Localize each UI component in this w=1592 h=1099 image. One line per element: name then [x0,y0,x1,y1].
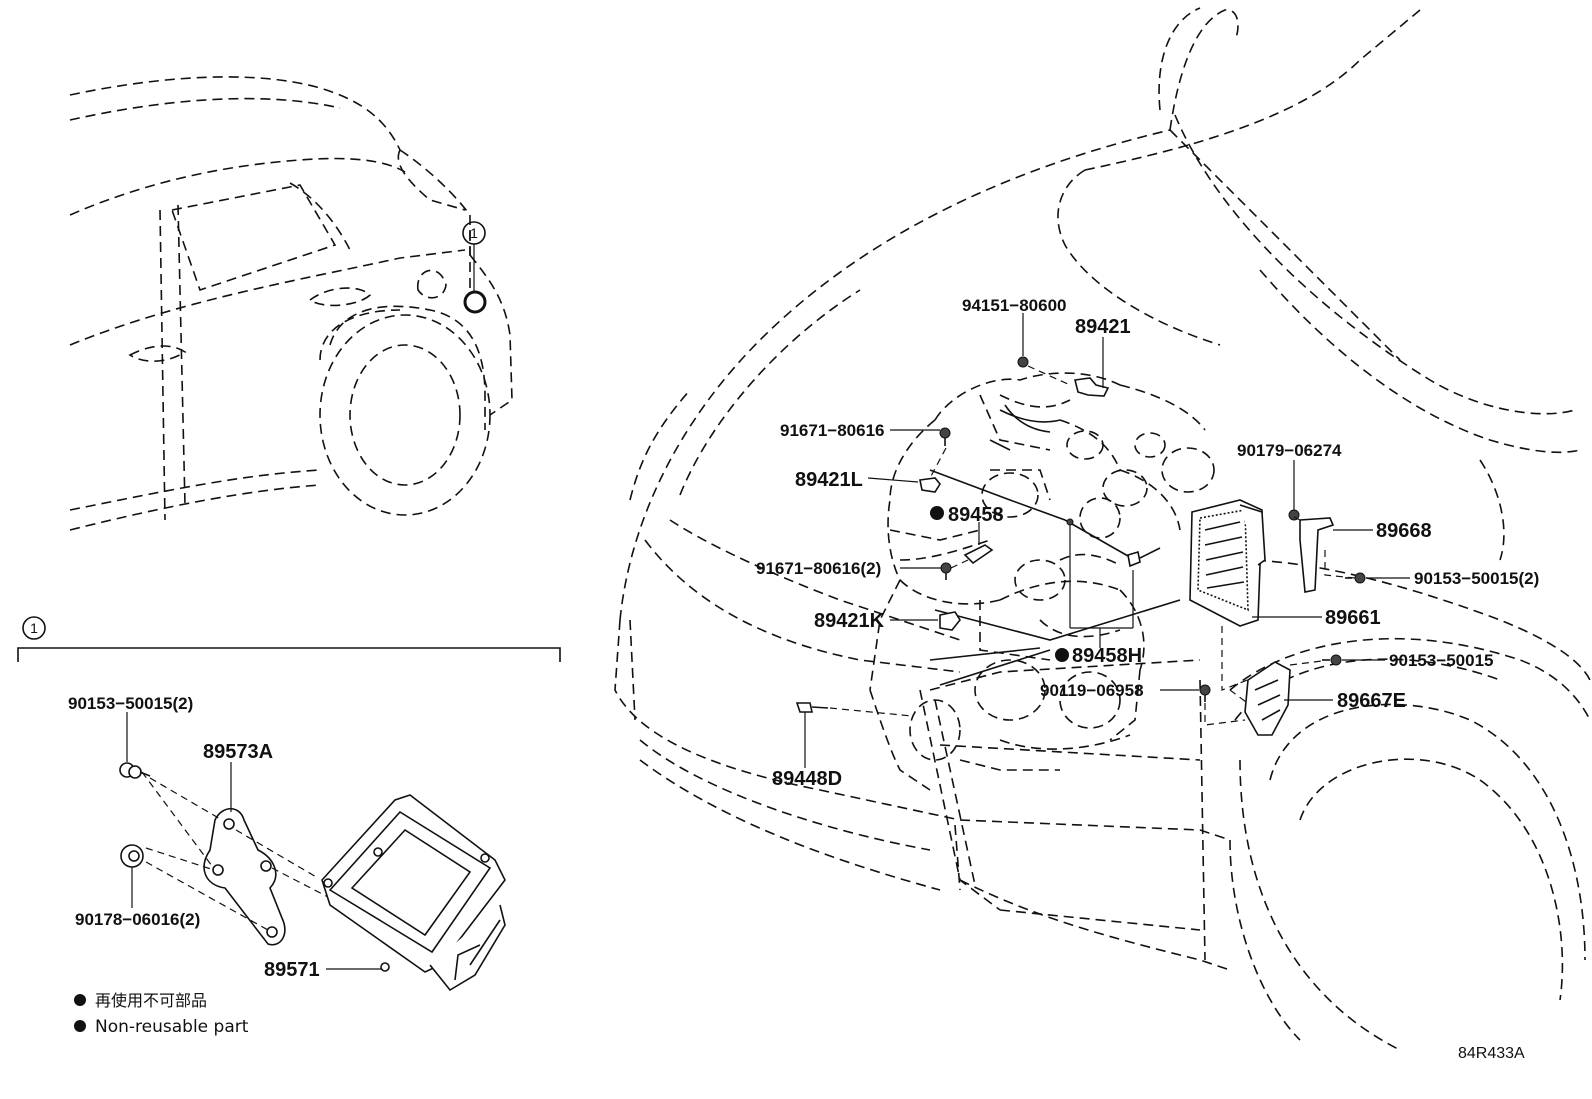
label-90178-06016-2: 90178−06016(2) [75,910,200,929]
non-reusable-dot-jp [74,994,86,1006]
label-89668: 89668 [1376,520,1432,542]
bolt-91671-a [939,427,951,446]
bolt-90153-left [119,762,151,779]
bolt-94151 [1017,356,1029,368]
sensor-89421K [939,611,961,631]
legend-text-en: Non-reusable part [95,1017,249,1037]
callout-number: 1 [470,225,478,241]
label-89661: 89661 [1325,607,1381,629]
label-91671-80616: 91671−80616 [780,421,884,440]
bolt-90119 [1199,684,1211,702]
label-90153-50015-2: 90153−50015(2) [1414,569,1539,588]
label-90153-50015-2-left: 90153−50015(2) [68,694,193,713]
sensor-89421 [1074,377,1110,397]
label-90179-06274: 90179−06274 [1237,441,1342,460]
label-90153-50015: 90153−50015 [1389,651,1493,670]
ecm-89661 [1189,499,1266,627]
sensor-89458H-group [1066,518,1161,648]
bolt-90153-b [1322,654,1342,666]
label-89421: 89421 [1075,316,1131,338]
airbag-ecu-89571 [321,794,506,992]
callout-1: 1 [462,221,487,314]
label-89448D: 89448D [772,768,842,790]
bracket-89668 [1299,517,1335,593]
label-89667E: 89667E [1337,690,1406,712]
label-89458: 89458 [948,504,1004,526]
label-94151-80600: 94151−80600 [962,296,1066,315]
bracket-89667E [1244,661,1291,736]
part-labels: 94151−80600 89421 91671−80616 89421L 894… [68,296,1539,981]
bracket-89573A [203,807,286,946]
label-89573A: 89573A [203,741,273,763]
detail-section-1: 1 [17,616,561,1032]
engine-harness [929,469,1136,561]
label-90119-06958: 90119−06958 [1040,681,1144,700]
sensor-89448D [795,702,829,713]
diagram-id: 84R433A [1458,1045,1525,1062]
sensor-location-marker [463,290,487,314]
bolt-91671-b [940,562,952,580]
legend-text-jp: 再使用不可部品 [95,991,207,1010]
sensor-89458 [963,544,994,565]
front-vehicle-view [614,7,1591,1051]
section-number: 1 [30,620,38,636]
non-reusable-dot-en [74,1020,86,1032]
sensor-89421L [919,477,941,493]
label-91671-80616-2: 91671−80616(2) [756,559,881,578]
label-89421K: 89421K [814,610,885,632]
label-89458H: 89458H [1072,645,1142,667]
nut-90178 [120,844,144,868]
non-reusable-marker-89458H [1055,648,1069,662]
label-89571: 89571 [264,959,320,981]
non-reusable-marker-89458 [930,506,944,520]
engine-assembly [869,372,1215,791]
bolt-90153-a [1345,572,1366,584]
label-89421L: 89421L [795,469,863,491]
rear-vehicle-view [69,76,513,531]
